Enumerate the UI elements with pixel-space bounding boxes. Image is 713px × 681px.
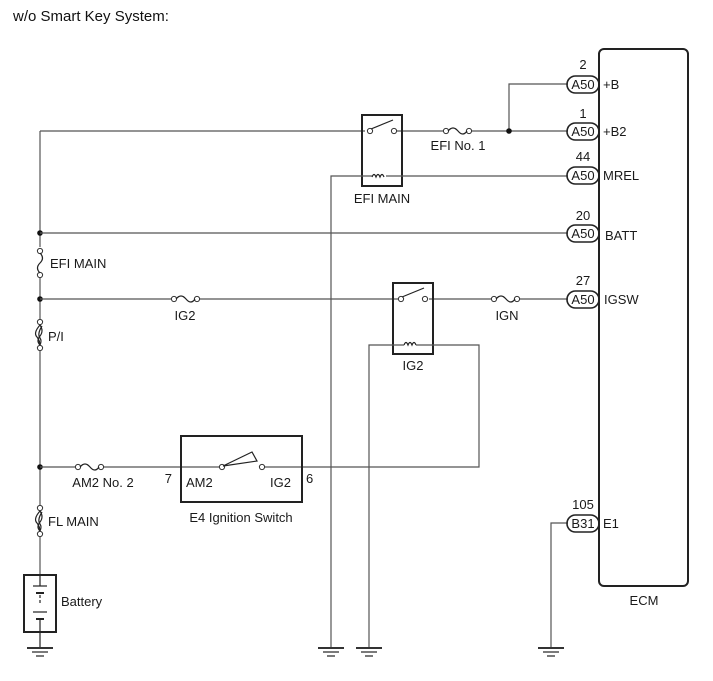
- ecm-pin-b: 2 A50 +B: [566, 57, 619, 94]
- pin-number: 44: [576, 149, 590, 164]
- pi-fusible-link-label: P/I: [48, 329, 64, 344]
- am2-no2-fuse: AM2 No. 2: [72, 463, 134, 490]
- ground-icon: [27, 647, 53, 657]
- connector-id: A50: [571, 77, 594, 92]
- pin-signal: +B2: [603, 124, 627, 139]
- fuse-icon: [36, 252, 44, 274]
- ecm-pin-b2: 1 A50 +B2: [566, 106, 627, 141]
- pin-signal: +B: [603, 77, 619, 92]
- pin-signal: IGSW: [604, 292, 639, 307]
- pin-number: 1: [579, 106, 586, 121]
- junction-dot: [506, 128, 512, 134]
- pin-number: 27: [576, 273, 590, 288]
- ig2-fuse-label: IG2: [175, 308, 196, 323]
- am2-no2-fuse-label: AM2 No. 2: [72, 475, 133, 490]
- ignition-switch-pin-6: 6: [306, 471, 313, 486]
- pin-number: 20: [576, 208, 590, 223]
- ign-fuse-label: IGN: [495, 308, 518, 323]
- ecm-pin-e1: 105 B31 E1: [566, 497, 619, 533]
- relay-coil-icon: [403, 341, 417, 347]
- efi-no1-fuse: EFI No. 1: [431, 127, 486, 153]
- ignition-switch-pin-7: 7: [165, 471, 172, 486]
- ground-icon: [356, 647, 382, 657]
- relay-contact-icon: [401, 287, 425, 298]
- ig2-fuse: IG2: [170, 295, 201, 323]
- fuse-icon: [495, 295, 516, 303]
- ecm-pin-batt: 20 A50 BATT: [566, 208, 637, 243]
- pin-number: 105: [572, 497, 594, 512]
- fuse-icon: [175, 295, 196, 303]
- fl-main-fusible-link-label: FL MAIN: [48, 514, 99, 529]
- ecm-label: ECM: [630, 593, 659, 608]
- ign-fuse: IGN: [490, 295, 521, 323]
- connector-id: A50: [571, 292, 594, 307]
- connector-id: A50: [571, 124, 594, 139]
- batt-wire: [37, 230, 568, 236]
- fusible-link-icon: [34, 324, 41, 346]
- efi-no1-fuse-label: EFI No. 1: [431, 138, 486, 153]
- ig2-branch-wire: [37, 296, 568, 302]
- fuse-icon: [79, 463, 100, 471]
- ignition-switch-label: E4 Ignition Switch: [189, 510, 292, 525]
- battery: Battery: [23, 574, 103, 648]
- ecm: ECM: [598, 48, 689, 608]
- fl-main-fusible-link: FL MAIN: [34, 504, 99, 538]
- pin-signal: BATT: [605, 228, 637, 243]
- connector-id: A50: [571, 226, 594, 241]
- ig2-relay: IG2: [263, 282, 480, 648]
- ignition-switch-terminal-am2: AM2: [186, 475, 213, 490]
- ignition-switch: AM2 IG2 7 6 E4 Ignition Switch: [165, 435, 313, 525]
- pi-fusible-link: P/I: [34, 318, 64, 352]
- ground-icon: [318, 647, 344, 657]
- ground-icon: [538, 522, 568, 657]
- efi-main-relay: EFI MAIN: [330, 114, 568, 648]
- relay-coil-icon: [371, 173, 385, 179]
- efi-main-fuse: EFI MAIN: [36, 247, 106, 279]
- pin-signal: E1: [603, 516, 619, 531]
- ecm-pin-igsw: 27 A50 IGSW: [566, 273, 639, 309]
- switch-lever-icon: [222, 451, 258, 467]
- battery-label: Battery: [61, 594, 103, 609]
- efi-main-relay-label: EFI MAIN: [354, 191, 410, 206]
- relay-contact-icon: [370, 119, 394, 130]
- efi-main-fuse-label: EFI MAIN: [50, 256, 106, 271]
- connector-id: B31: [571, 516, 594, 531]
- ignition-switch-terminal-ig2: IG2: [270, 475, 291, 490]
- diagram-title: w/o Smart Key System:: [13, 8, 169, 25]
- b2-wire: [40, 83, 568, 134]
- connector-id: A50: [571, 168, 594, 183]
- fusible-link-icon: [34, 510, 41, 532]
- ecm-pin-mrel: 44 A50 MREL: [566, 149, 639, 185]
- pin-signal: MREL: [603, 168, 639, 183]
- ig2-relay-label: IG2: [403, 358, 424, 373]
- am2-branch-wire: [37, 464, 220, 470]
- fuse-icon: [447, 127, 468, 135]
- pin-number: 2: [579, 57, 586, 72]
